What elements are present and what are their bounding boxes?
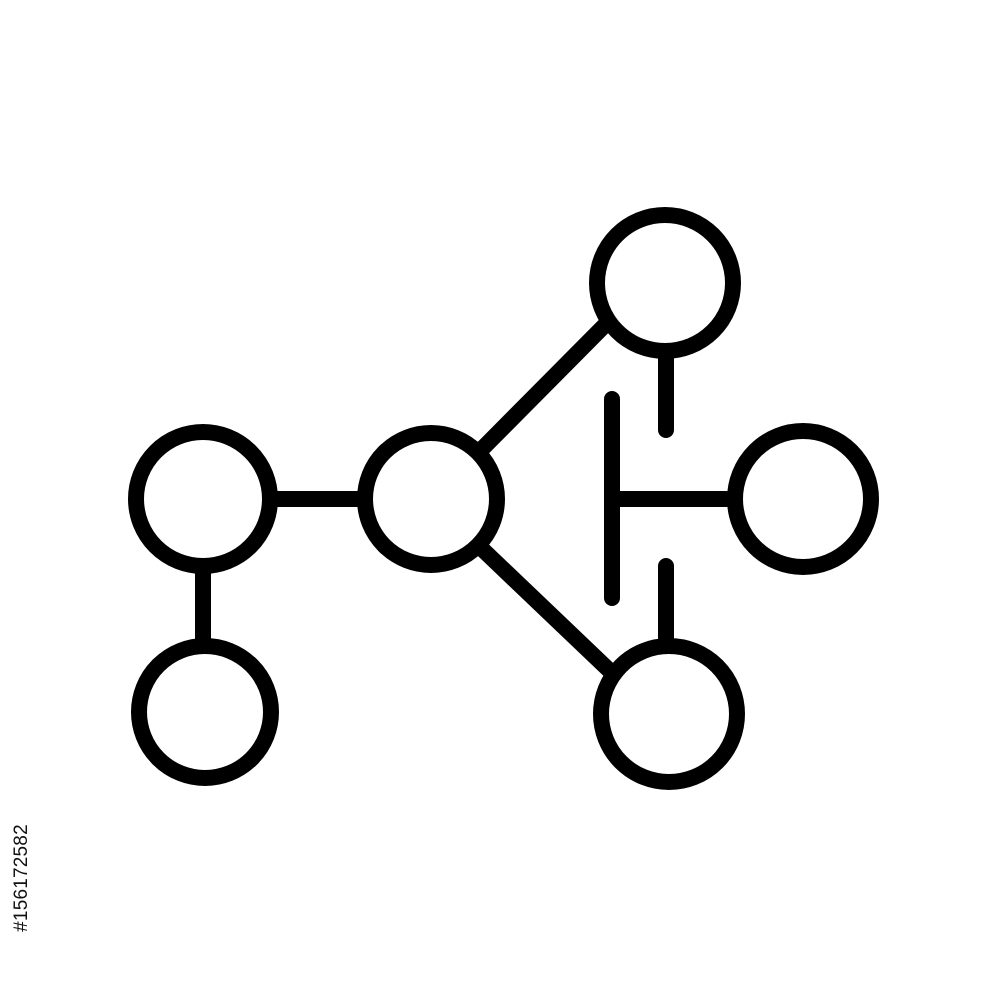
edge-center-top-right [471, 317, 613, 460]
node-bottom-right [593, 638, 745, 790]
edge-center-bottom-right [471, 538, 619, 680]
node-left-top [128, 424, 278, 574]
node-right [727, 423, 879, 575]
node-top-right [589, 207, 741, 359]
node-left-bottom [131, 638, 279, 786]
